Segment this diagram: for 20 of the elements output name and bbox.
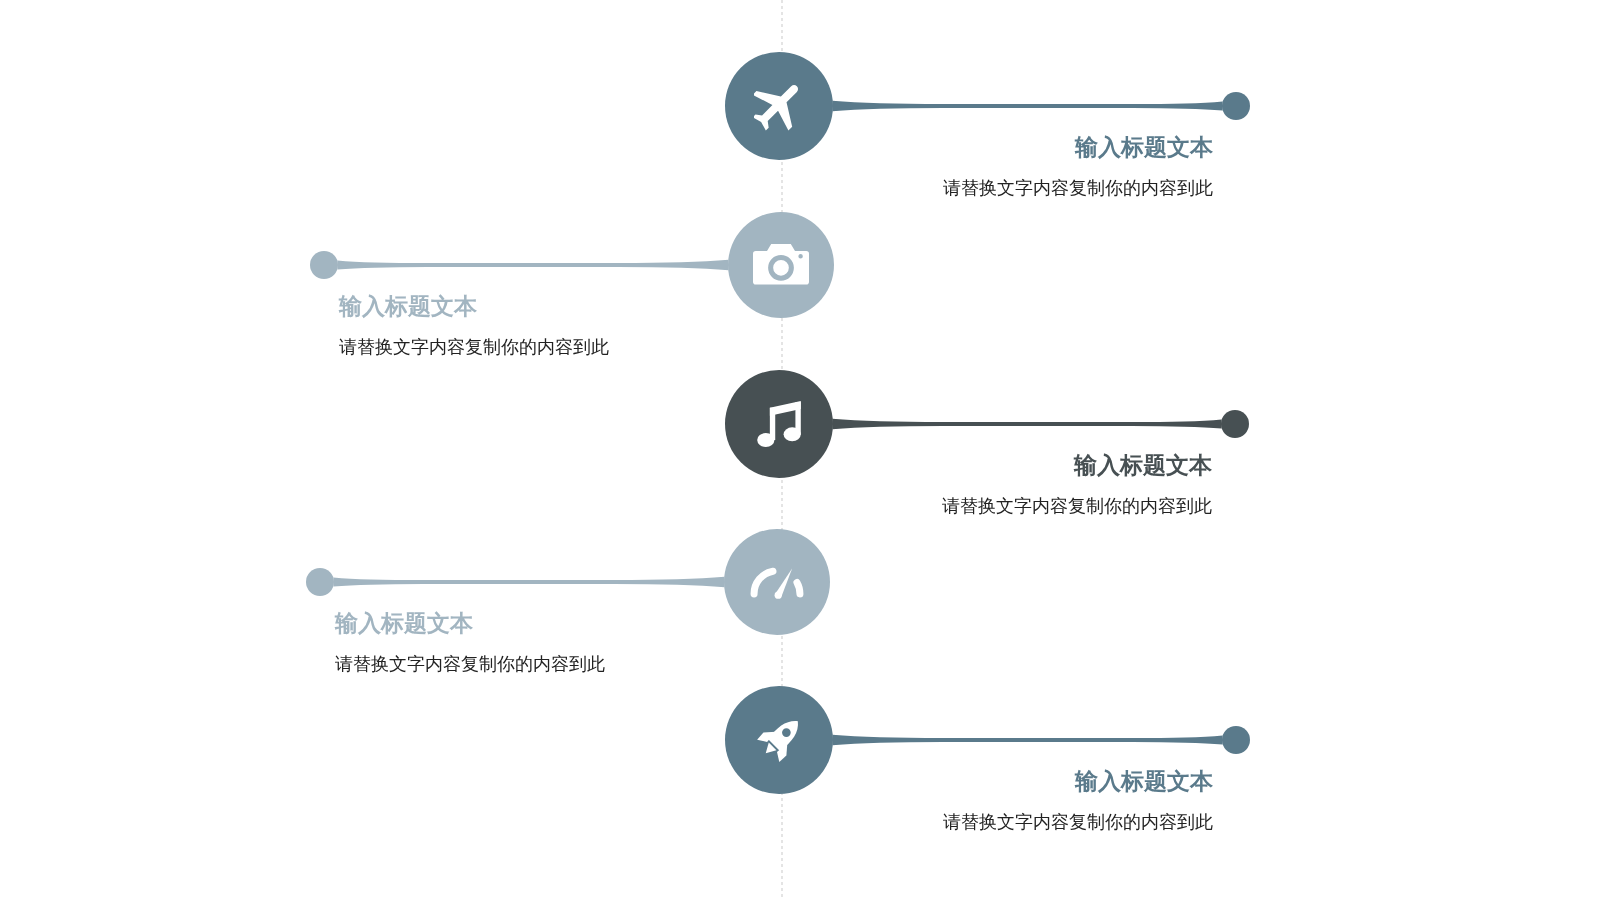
end-dot [310, 251, 338, 279]
connector-line [832, 100, 1223, 112]
item-description: 请替换文字内容复制你的内容到此 [943, 811, 1213, 834]
end-dot [306, 568, 334, 596]
item-title: 输入标题文本 [335, 609, 473, 637]
item-title: 输入标题文本 [1075, 133, 1213, 161]
item-description: 请替换文字内容复制你的内容到此 [339, 336, 609, 359]
end-dot [1222, 92, 1250, 120]
connector-line [333, 576, 725, 588]
connector-line [832, 734, 1223, 746]
connector-line [832, 418, 1222, 430]
end-dot [1222, 726, 1250, 754]
item-title: 输入标题文本 [339, 292, 477, 320]
end-dot [1221, 410, 1249, 438]
item-title: 输入标题文本 [1074, 451, 1212, 479]
item-title: 输入标题文本 [1075, 767, 1213, 795]
item-description: 请替换文字内容复制你的内容到此 [335, 653, 605, 676]
item-description: 请替换文字内容复制你的内容到此 [942, 495, 1212, 518]
item-description: 请替换文字内容复制你的内容到此 [943, 177, 1213, 200]
connector-line [337, 259, 729, 271]
